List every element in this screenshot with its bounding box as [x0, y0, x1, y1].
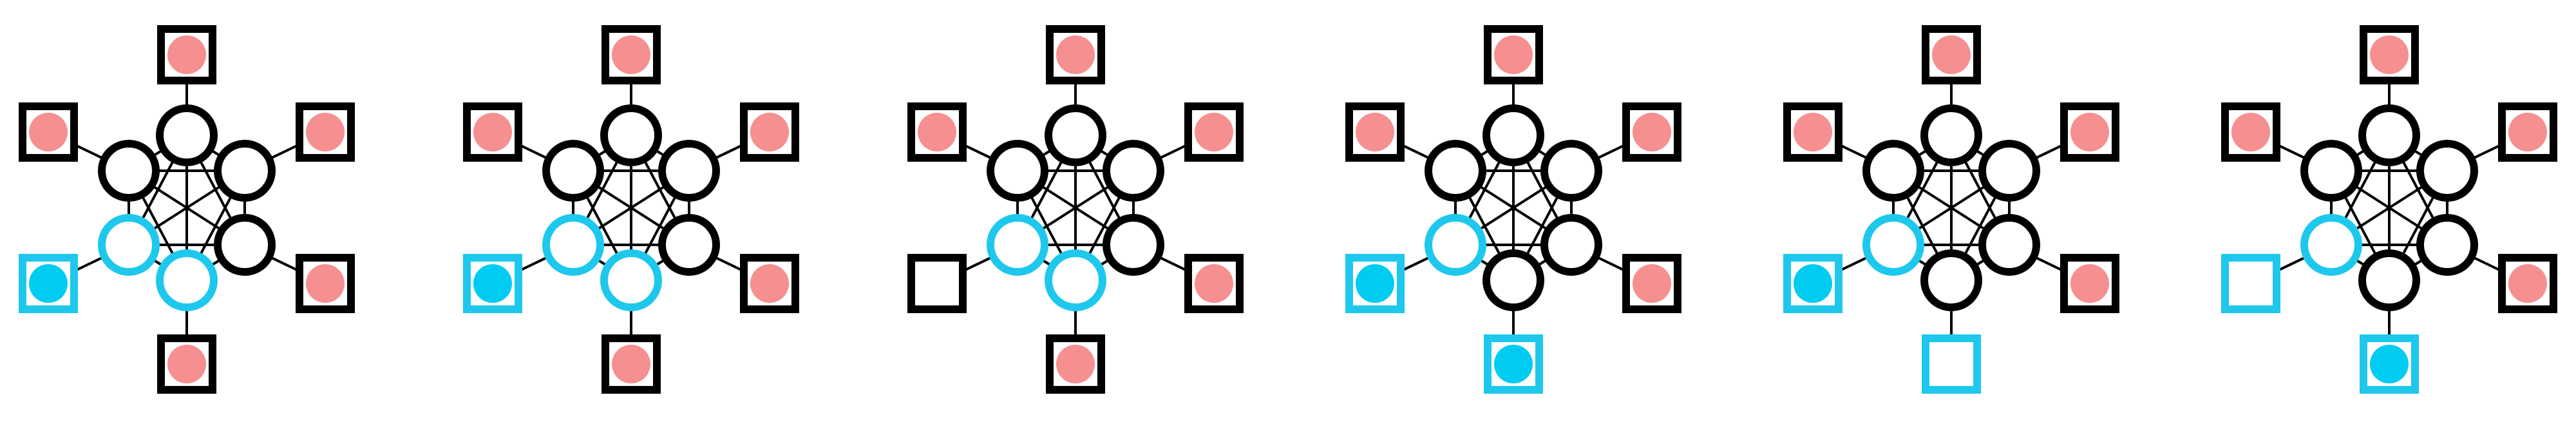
pink-token [750, 264, 789, 303]
graph-panel-2 [463, 25, 799, 394]
inner-circle-node [98, 214, 160, 276]
inner-circle-node [214, 140, 276, 202]
inner-circle-node [1540, 140, 1602, 202]
pink-token [2070, 113, 2109, 151]
pink-token [612, 345, 650, 383]
blue-token [1794, 264, 1832, 303]
graph-panel-5 [1783, 25, 2119, 394]
inner-circle-node [1045, 249, 1106, 311]
inner-circle-node [1978, 214, 2040, 276]
inner-circle-node [2358, 249, 2420, 311]
inner-circle-node [2300, 214, 2362, 276]
inner-circle-node [1978, 140, 2040, 202]
pink-token [2370, 35, 2409, 74]
inner-circle-node [2358, 104, 2420, 166]
pink-token [1633, 264, 1671, 303]
inner-circle-node [1425, 214, 1486, 276]
inner-circle-node [2416, 214, 2478, 276]
inner-circle-node [987, 214, 1048, 276]
pink-token [306, 113, 345, 151]
pink-token [167, 345, 206, 383]
inner-circle-node [2416, 140, 2478, 202]
pink-token [1794, 113, 1832, 151]
pink-token [167, 35, 206, 74]
inner-circle-node [2300, 140, 2362, 202]
graph-panel-4 [1345, 25, 1681, 394]
pink-token [1494, 35, 1533, 74]
inner-circle-node [1103, 140, 1164, 202]
inner-circle-node [600, 249, 662, 311]
inner-circle-node [214, 214, 276, 276]
pink-token [29, 113, 68, 151]
graph-panel-3 [907, 25, 1244, 394]
graph-panel-6 [2221, 25, 2557, 394]
blue-token [1356, 264, 1394, 303]
pink-token [2070, 264, 2109, 303]
blue-token [2370, 345, 2409, 383]
inner-circle-node [658, 140, 720, 202]
pink-token [2508, 113, 2547, 151]
blue-token [29, 264, 68, 303]
inner-circle-node [600, 104, 662, 166]
outer-square-node [907, 254, 967, 313]
pink-token [1633, 113, 1671, 151]
pink-token [750, 113, 789, 151]
pink-token [1195, 113, 1233, 151]
blue-token [473, 264, 512, 303]
pink-token [473, 113, 512, 151]
inner-circle-node [542, 140, 604, 202]
inner-circle-node [1540, 214, 1602, 276]
inner-circle-node [1482, 104, 1544, 166]
graph-panel-1 [19, 25, 355, 394]
pink-token [1056, 345, 1095, 383]
pink-token [1356, 113, 1394, 151]
pink-token [1195, 264, 1233, 303]
pink-token [918, 113, 956, 151]
inner-circle-node [98, 140, 160, 202]
pink-token [2508, 264, 2547, 303]
pink-token [1932, 35, 1971, 74]
inner-circle-node [542, 214, 604, 276]
inner-circle-node [1482, 249, 1544, 311]
outer-square-node [1922, 334, 1981, 394]
pink-token [306, 264, 345, 303]
inner-circle-node [156, 249, 218, 311]
inner-circle-node [1862, 140, 1924, 202]
inner-circle-node [1425, 140, 1486, 202]
pink-token [612, 35, 650, 74]
inner-circle-node [1103, 214, 1164, 276]
inner-circle-node [658, 214, 720, 276]
inner-circle-node [1920, 249, 1982, 311]
pink-token [1056, 35, 1095, 74]
pink-token [2231, 113, 2270, 151]
outer-square-node [2221, 254, 2280, 313]
inner-circle-node [1045, 104, 1106, 166]
inner-circle-node [1920, 104, 1982, 166]
blue-token [1494, 345, 1533, 383]
inner-circle-node [987, 140, 1048, 202]
inner-circle-node [1862, 214, 1924, 276]
inner-circle-node [156, 104, 218, 166]
